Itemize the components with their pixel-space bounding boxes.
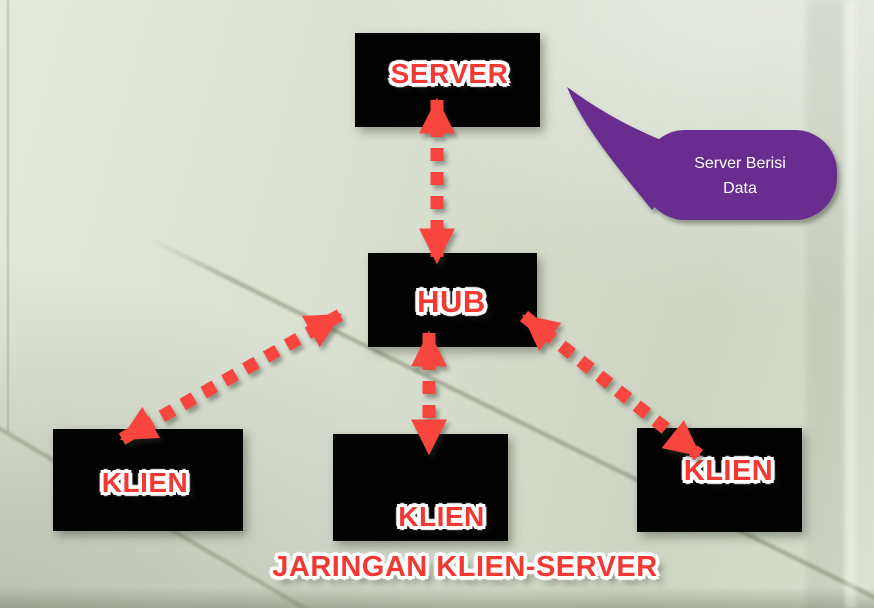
callout-text-line2: Data bbox=[723, 180, 757, 197]
node-server-label: SERVER bbox=[390, 58, 509, 89]
arrow-hub-klien-right bbox=[519, 310, 704, 461]
callout-body bbox=[643, 130, 837, 220]
background-shade-right bbox=[806, 0, 844, 608]
arrow-hub-klien-left bbox=[118, 309, 344, 445]
callout-text: Server Berisi Data bbox=[655, 148, 825, 204]
callout-text-line1: Server Berisi bbox=[694, 155, 786, 172]
callout-bubble bbox=[567, 87, 837, 220]
background-highlight-right bbox=[845, 0, 856, 608]
